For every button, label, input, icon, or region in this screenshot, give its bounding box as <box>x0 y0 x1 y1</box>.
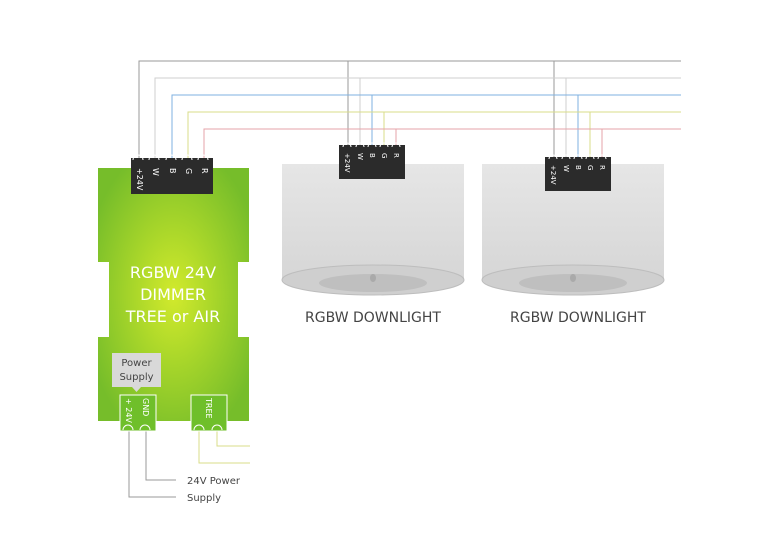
downlight-2-terminal-24v: +24V <box>549 165 557 185</box>
downlight-2-terminal-g: G <box>586 165 594 170</box>
dimmer-terminal-w: W <box>151 168 160 176</box>
downlight-2-body <box>482 164 664 280</box>
dimmer-module: RGBW 24V DIMMER TREE or AIR +24V W B G R… <box>98 154 249 432</box>
downlight-2-label: RGBW DOWNLIGHT <box>510 310 646 326</box>
dimmer-terminal-b: B <box>168 168 177 174</box>
downlight-1-terminal-w: W <box>356 153 364 160</box>
downlight-1-terminal-24v: +24V <box>343 153 351 173</box>
downlight-1: RGBW DOWNLIGHT +24V W B G R <box>281 142 465 326</box>
downlight-2-led-icon <box>570 274 576 282</box>
power-terminal-24v: + 24V <box>124 398 133 423</box>
power-supply-line-1: Power <box>121 358 152 369</box>
power-terminal-gnd: GND <box>141 398 150 416</box>
wire-bus <box>128 60 681 498</box>
downlight-2-terminal-w: W <box>562 165 570 172</box>
downlight-1-terminal-r: R <box>392 153 400 158</box>
wire-b <box>171 94 681 158</box>
dimmer-title-line-1: RGBW 24V <box>130 263 216 282</box>
power-supply-line-2: Supply <box>119 372 153 383</box>
wire-24v <box>138 60 681 158</box>
downlight-1-body <box>282 164 464 280</box>
downlight-2-terminal: +24V W B G R <box>545 154 611 191</box>
downlight-1-label: RGBW DOWNLIGHT <box>305 310 441 326</box>
downlight-1-lens <box>319 274 427 292</box>
wire-r <box>203 128 681 158</box>
wire-power-gnd <box>145 430 176 481</box>
dimmer-terminal-g: G <box>184 168 193 174</box>
wire-power-24v <box>128 430 176 498</box>
wire-g <box>187 111 681 158</box>
downlight-1-terminal-g: G <box>380 153 388 158</box>
power-terminal-block: + 24V GND <box>119 394 157 432</box>
tree-terminal-label: TREE <box>204 397 213 419</box>
downlight-1-led-icon <box>370 274 376 282</box>
downlight-2: RGBW DOWNLIGHT +24V W B G R <box>481 154 665 326</box>
dimmer-terminal-24v: +24V <box>135 168 144 191</box>
power-note-line-2: Supply <box>187 493 221 504</box>
downlight-1-terminal: +24V W B G R <box>339 142 405 179</box>
downlight-2-terminal-r: R <box>598 165 606 170</box>
dimmer-title-line-2: DIMMER <box>140 285 206 304</box>
dimmer-title-line-3: TREE or AIR <box>125 307 220 326</box>
dimmer-terminal-r: R <box>200 168 209 174</box>
downlight-2-terminal-b: B <box>574 165 582 170</box>
downlight-1-terminal-b: B <box>368 153 376 158</box>
power-note-line-1: 24V Power <box>187 476 241 487</box>
wire-w <box>154 77 681 158</box>
downlight-2-lens <box>519 274 627 292</box>
tree-terminal-block: TREE <box>190 394 228 432</box>
wire-tree-2 <box>216 430 250 447</box>
power-supply-box: Power Supply <box>112 353 161 392</box>
wire-tree-1 <box>198 430 250 464</box>
dimmer-output-terminal: +24V W B G R <box>131 154 213 194</box>
